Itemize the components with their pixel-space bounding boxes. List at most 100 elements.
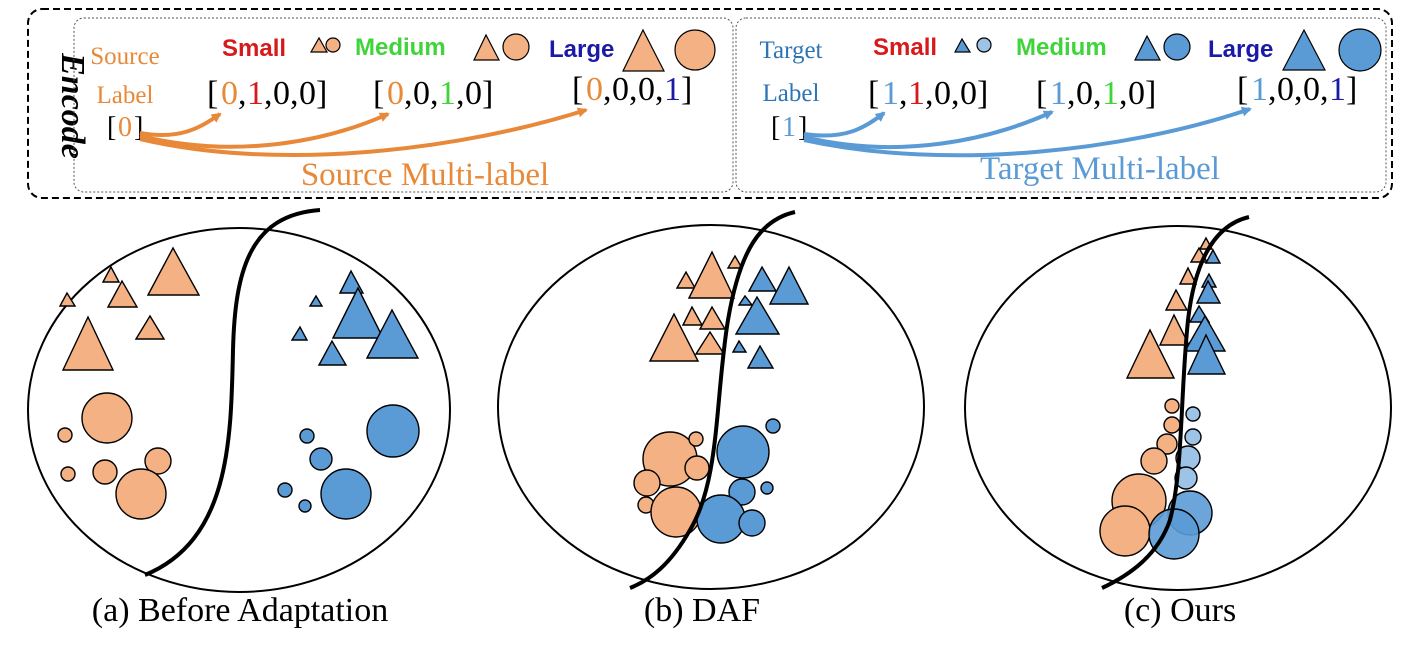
svg-text:,: ,: [1093, 75, 1102, 112]
large-triangle-icon: [622, 28, 665, 72]
svg-text:,: ,: [1268, 71, 1277, 108]
caption-b: (b) DAF: [644, 592, 760, 629]
svg-text:0: 0: [638, 71, 655, 108]
svg-text:0: 0: [413, 75, 430, 112]
target-label-word2: Label: [763, 80, 820, 107]
svg-text:0: 0: [1076, 75, 1093, 112]
svg-text:,: ,: [404, 75, 413, 112]
svg-text:0: 0: [934, 75, 951, 112]
target-arrow-medium: [803, 110, 1054, 150]
target-vector-medium: [ 1 , 0 , 1 , 0 ]: [1036, 75, 1156, 112]
feature-space-ellipse: [497, 224, 925, 590]
decision-boundary: [144, 208, 321, 577]
source-triangles: [1125, 236, 1214, 379]
svg-text:]: ]: [798, 112, 807, 143]
source-circles: [1099, 398, 1181, 557]
source-large-label: Large: [549, 36, 614, 63]
target-triangles: [1183, 248, 1227, 375]
svg-text:,: ,: [430, 75, 439, 112]
svg-text:,: ,: [925, 75, 934, 112]
svg-text:0: 0: [960, 75, 977, 112]
svg-text:,: ,: [655, 71, 664, 108]
medium-triangle-icon: [1134, 34, 1162, 61]
caption-a: (a) Before Adaptation: [92, 592, 388, 629]
target-multilabel-caption: Target Multi-label: [980, 151, 1220, 187]
svg-text:,: ,: [1320, 71, 1329, 108]
svg-text:]: ]: [134, 112, 143, 143]
svg-text:[: [: [373, 75, 384, 112]
svg-text:[: [: [572, 71, 583, 108]
target-small-label: Small: [873, 34, 937, 61]
target-triangles: [731, 265, 810, 369]
encode-panel: Encode Source Label [ 0 ] Small Medium L…: [27, 8, 1393, 199]
svg-text:1: 1: [1329, 71, 1346, 108]
svg-text:]: ]: [316, 75, 327, 112]
source-arrow-large: [139, 107, 588, 157]
svg-text:1: 1: [908, 75, 925, 112]
svg-text:]: ]: [977, 75, 988, 112]
large-circle-icon: [674, 29, 716, 71]
svg-text:[: [: [771, 112, 780, 143]
source-small-label: Small: [222, 35, 286, 62]
svg-text:1: 1: [1050, 75, 1067, 112]
svg-text:,: ,: [629, 71, 638, 108]
source-multilabel-caption: Source Multi-label: [301, 157, 549, 193]
svg-text:0: 0: [612, 71, 629, 108]
small-triangle-icon: [953, 37, 972, 53]
svg-text:0: 0: [586, 71, 603, 108]
panel-before-adaptation: (a) Before Adaptation: [27, 208, 451, 629]
feature-space-ellipse: [964, 225, 1392, 591]
svg-text:]: ]: [482, 75, 493, 112]
feature-space-ellipse: [27, 227, 451, 593]
svg-text:0: 0: [387, 75, 404, 112]
target-circles: [277, 404, 420, 520]
decision-boundary: [1101, 215, 1250, 590]
svg-text:,: ,: [603, 71, 612, 108]
svg-text:[: [: [868, 75, 879, 112]
svg-text:0: 0: [299, 75, 316, 112]
large-circle-icon: [1338, 28, 1382, 72]
medium-circle-icon: [502, 33, 530, 61]
target-arrow-small: [803, 111, 886, 138]
svg-text:1: 1: [247, 75, 264, 112]
svg-text:0: 0: [273, 75, 290, 112]
svg-text:]: ]: [1145, 75, 1156, 112]
source-label-value: [ 0 ]: [107, 112, 143, 143]
panel-daf: (b) DAF: [497, 210, 925, 629]
svg-text:,: ,: [951, 75, 960, 112]
svg-text:,: ,: [264, 75, 273, 112]
target-medium-label: Medium: [1016, 34, 1107, 61]
svg-text:1: 1: [782, 112, 796, 143]
medium-circle-icon: [1163, 33, 1191, 61]
svg-text:1: 1: [439, 75, 456, 112]
panel-ours: (c) Ours: [964, 215, 1392, 629]
target-panel-frame: [735, 17, 1387, 193]
small-triangle-icon: [309, 36, 329, 53]
target-circles: [696, 418, 781, 544]
target-label-value: [ 1 ]: [771, 112, 807, 143]
svg-text:,: ,: [1067, 75, 1076, 112]
svg-text:0: 0: [221, 75, 238, 112]
svg-text:0: 0: [465, 75, 482, 112]
svg-text:[: [: [107, 112, 116, 143]
svg-text:0: 0: [1303, 71, 1320, 108]
source-encode-panel: Source Label [ 0 ] Small Medium Large [ …: [73, 17, 734, 193]
source-vector-large: [ 0 , 0 , 0 , 1 ]: [572, 71, 692, 108]
source-medium-label: Medium: [355, 34, 446, 61]
svg-text:]: ]: [1346, 71, 1357, 108]
svg-text:[: [: [207, 75, 218, 112]
target-vector-small: [ 1 , 1 , 0 , 0 ]: [868, 75, 988, 112]
target-arrow-large: [803, 106, 1252, 158]
svg-text:[: [: [1237, 71, 1248, 108]
caption-c: (c) Ours: [1124, 592, 1236, 629]
target-circles: [1148, 406, 1213, 560]
source-arrow-medium: [139, 112, 390, 149]
svg-text:,: ,: [1294, 71, 1303, 108]
small-circle-icon: [976, 37, 992, 53]
svg-text:[: [: [1036, 75, 1047, 112]
svg-text:1: 1: [1102, 75, 1119, 112]
source-circles: [57, 392, 172, 520]
svg-text:0: 0: [118, 112, 132, 143]
decision-boundary: [629, 210, 796, 590]
encode-title: Encode: [54, 52, 91, 159]
